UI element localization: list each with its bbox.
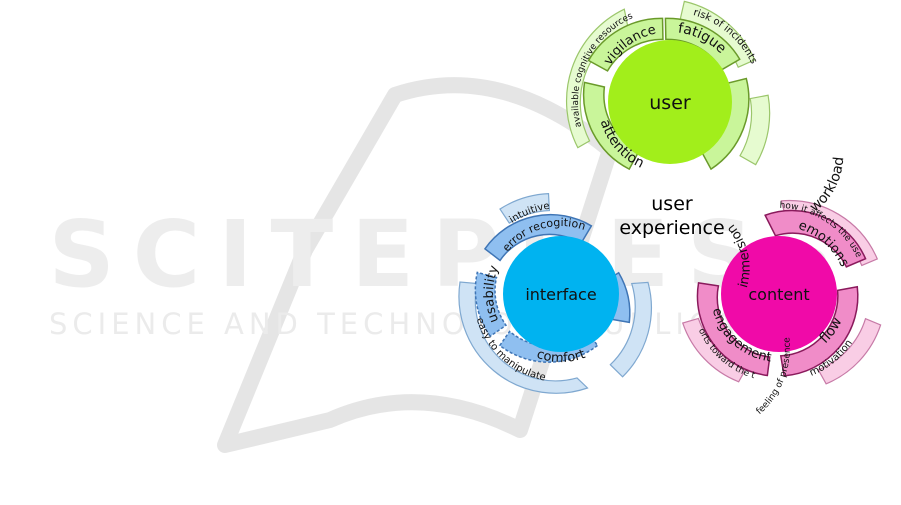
content-wheel: content: [681, 199, 882, 385]
user-seg-vigilance: [587, 17, 664, 72]
user-wheel: user: [565, 0, 771, 171]
user-core: [608, 40, 732, 164]
user-core-label: user: [649, 92, 691, 114]
ux-label-line2: experience: [619, 217, 724, 239]
content-seg-engagement: [696, 281, 771, 377]
content-core-label: content: [748, 285, 809, 304]
content-seg-flow: [779, 285, 859, 377]
user-outer-available-resources: [565, 8, 629, 149]
interface-label-comfort: comfort: [535, 347, 587, 366]
content-core: [721, 236, 837, 352]
content-seg-emotions: [764, 209, 867, 268]
interface-seg-usability: [474, 271, 508, 338]
interface-wheel: interface: [458, 192, 652, 394]
user-seg-fatigue: [664, 17, 741, 71]
interface-outer-intuitive: [499, 192, 551, 224]
interface-core-label: interface: [525, 285, 596, 304]
content-outer-motivation: [817, 317, 882, 385]
interface-seg-error-recogition: [483, 213, 593, 262]
user-outer-efficiency: [739, 94, 771, 166]
interface-core: [503, 236, 619, 352]
interface-label-usability: usability: [482, 263, 502, 324]
interface-outer-feeling-of-presence: [609, 281, 652, 378]
ux-label-line1: user: [651, 193, 693, 215]
interface-outer-easy-to-manipulate: [458, 281, 589, 394]
